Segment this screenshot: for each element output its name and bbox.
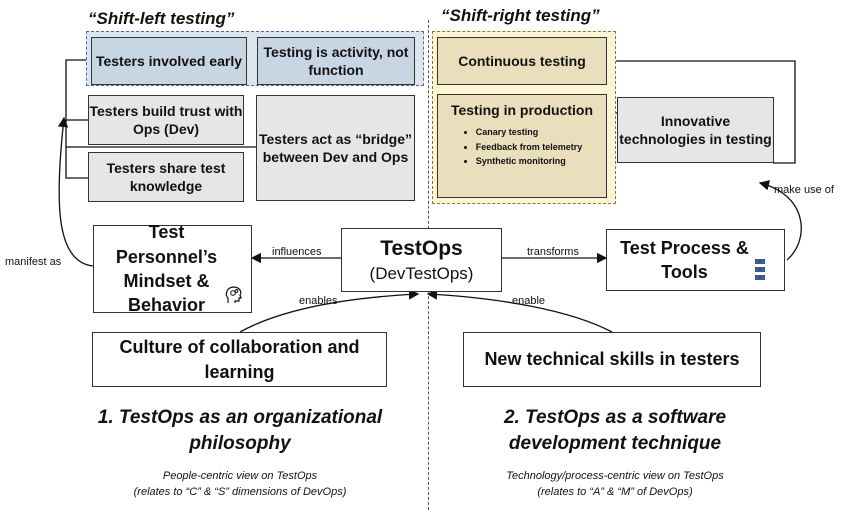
new-technical-skills-box: New technical skills in testers bbox=[463, 332, 761, 387]
continuous-testing-box: Continuous testing bbox=[437, 37, 607, 85]
innovative-technologies-box: Innovative technologies in testing bbox=[617, 97, 774, 163]
testops-subtitle: (DevTestOps) bbox=[369, 264, 474, 284]
production-technique-item: Feedback from telemetry bbox=[476, 140, 583, 154]
testers-share-knowledge-box: Testers share test knowledge bbox=[88, 152, 244, 202]
testing-in-production-title: Testing in production bbox=[450, 102, 594, 118]
test-process-tools-label: Test Process & Tools bbox=[620, 237, 749, 282]
testops-title: TestOps bbox=[380, 236, 463, 260]
section1-subtitle: People-centric view on TestOps (relates … bbox=[80, 469, 400, 501]
shift-left-title: “Shift-left testing” bbox=[88, 9, 235, 28]
process-steps-icon bbox=[755, 259, 765, 280]
enables-label: enables bbox=[299, 295, 338, 307]
transforms-label: transforms bbox=[527, 246, 579, 258]
section2-subtitle-line1: Technology/process-centric view on TestO… bbox=[506, 470, 724, 482]
testers-bridge-box: Testers act as “bridge” between Dev and … bbox=[256, 95, 415, 201]
head-gears-icon bbox=[225, 286, 242, 303]
testers-build-trust-box: Testers build trust with Ops (Dev) bbox=[88, 95, 244, 145]
section2-title: 2. TestOps as a software development tec… bbox=[503, 407, 727, 454]
testers-involved-early-box: Testers involved early bbox=[91, 37, 247, 85]
section2-subtitle-line2: (relates to “A” & “M” of DevOps) bbox=[537, 485, 693, 498]
culture-collaboration-box: Culture of collaboration and learning bbox=[92, 332, 387, 387]
testops-box: TestOps (DevTestOps) bbox=[341, 228, 502, 292]
make-use-of-label: make use of bbox=[774, 184, 834, 196]
production-technique-item: Synthetic monitoring bbox=[476, 154, 583, 168]
testing-is-activity-box: Testing is activity, not function bbox=[257, 37, 415, 85]
section1-title: 1. TestOps as an organizational philosop… bbox=[97, 407, 383, 454]
personnel-mindset-label: Test Personnel’s Mindset & Behavior bbox=[115, 222, 218, 316]
shift-right-title: “Shift-right testing” bbox=[441, 6, 600, 25]
testing-in-production-box: Testing in production Canary testing Fee… bbox=[437, 94, 607, 198]
manifest-as-label: manifest as bbox=[5, 256, 62, 268]
section1-subtitle-line2: (relates to “C” & “S” dimensions of DevO… bbox=[133, 485, 347, 498]
enable-label: enable bbox=[512, 295, 546, 307]
influences-label: influences bbox=[272, 246, 322, 258]
test-process-tools-box: Test Process & Tools bbox=[606, 229, 785, 291]
section1-subtitle-line1: People-centric view on TestOps bbox=[162, 470, 318, 482]
section2-subtitle: Technology/process-centric view on TestO… bbox=[450, 469, 780, 501]
production-techniques-list: Canary testing Feedback from telemetry S… bbox=[462, 125, 583, 168]
production-technique-item: Canary testing bbox=[476, 125, 583, 139]
personnel-mindset-box: Test Personnel’s Mindset & Behavior bbox=[93, 222, 252, 315]
